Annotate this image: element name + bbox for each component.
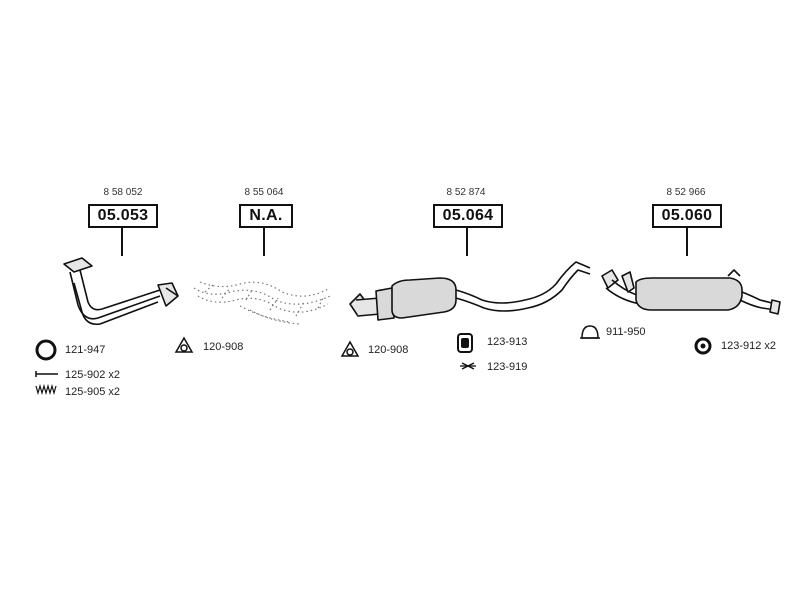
leader-line-1 (121, 228, 123, 256)
ref-number-3: 8 52 874 (446, 187, 486, 198)
clamp-icon[interactable] (580, 325, 600, 339)
bolt-label: 125-902 x2 (65, 369, 121, 381)
ring-gasket-label: 121-947 (65, 344, 106, 356)
center-silencer-drawing[interactable] (349, 261, 591, 321)
ref-number-4: 8 52 966 (666, 187, 706, 198)
unavailable-section-drawing (193, 281, 331, 325)
spring-label: 125-905 x2 (65, 386, 121, 398)
leader-line-4 (686, 228, 688, 256)
ring-gasket-icon[interactable] (35, 339, 57, 361)
part-code-box-2[interactable]: N.A. (239, 204, 293, 228)
spring-icon[interactable] (35, 383, 57, 396)
ref-number-2: 8 55 064 (244, 187, 284, 198)
bracket-icon[interactable] (460, 362, 476, 370)
leader-line-2 (263, 228, 265, 256)
hanger-ring-label: 123-912 x2 (721, 340, 777, 352)
bracket-label: 123-919 (487, 361, 528, 373)
gasket-b-label: 120-908 (368, 344, 409, 356)
gasket-a-label: 120-908 (203, 341, 244, 353)
rubber-mount-label: 123-913 (487, 336, 528, 348)
clamp-label: 911-950 (606, 326, 646, 338)
part-code-box-3[interactable]: 05.064 (433, 204, 503, 228)
gasket-icon-b[interactable] (340, 340, 360, 357)
bolt-icon[interactable] (35, 371, 58, 377)
hanger-ring-icon[interactable] (694, 337, 712, 355)
gasket-icon-a[interactable] (174, 336, 194, 353)
rubber-mount-icon[interactable] (457, 333, 473, 353)
rear-silencer-drawing[interactable] (601, 269, 781, 315)
part-code-box-4[interactable]: 05.060 (652, 204, 722, 228)
part-code-box-1[interactable]: 05.053 (88, 204, 158, 228)
front-pipe-drawing[interactable] (63, 257, 179, 326)
leader-line-3 (466, 228, 468, 256)
ref-number-1: 8 58 052 (103, 187, 143, 198)
